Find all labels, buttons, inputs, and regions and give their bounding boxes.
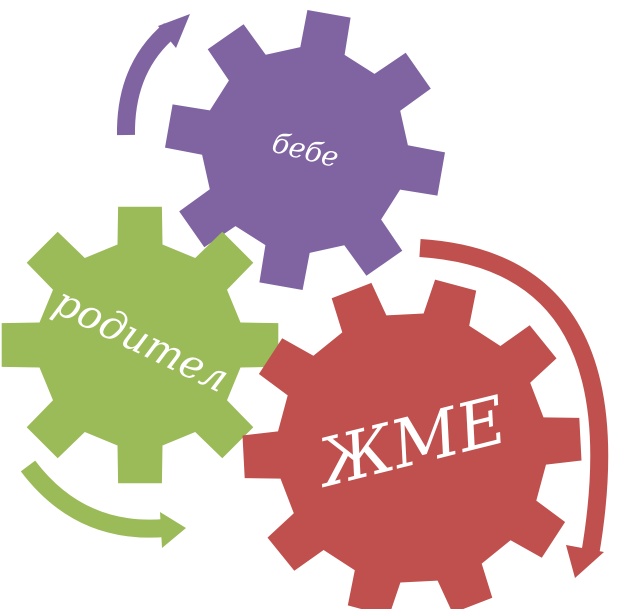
purple-arrowhead-icon <box>158 14 190 48</box>
gear-bebe-icon <box>165 10 445 290</box>
gear-roditel-icon <box>1 206 279 484</box>
purple-arrow-shaft <box>116 23 176 136</box>
red-cycle-arrow <box>419 239 609 578</box>
gear-zhme-icon <box>242 279 582 609</box>
green-cycle-arrow <box>20 460 186 548</box>
green-arrowhead-icon <box>160 512 186 548</box>
red-arrowhead-icon <box>566 545 604 578</box>
red-arrow-shaft <box>419 239 609 557</box>
purple-cycle-arrow <box>116 14 190 136</box>
green-arrow-shaft <box>20 460 166 538</box>
